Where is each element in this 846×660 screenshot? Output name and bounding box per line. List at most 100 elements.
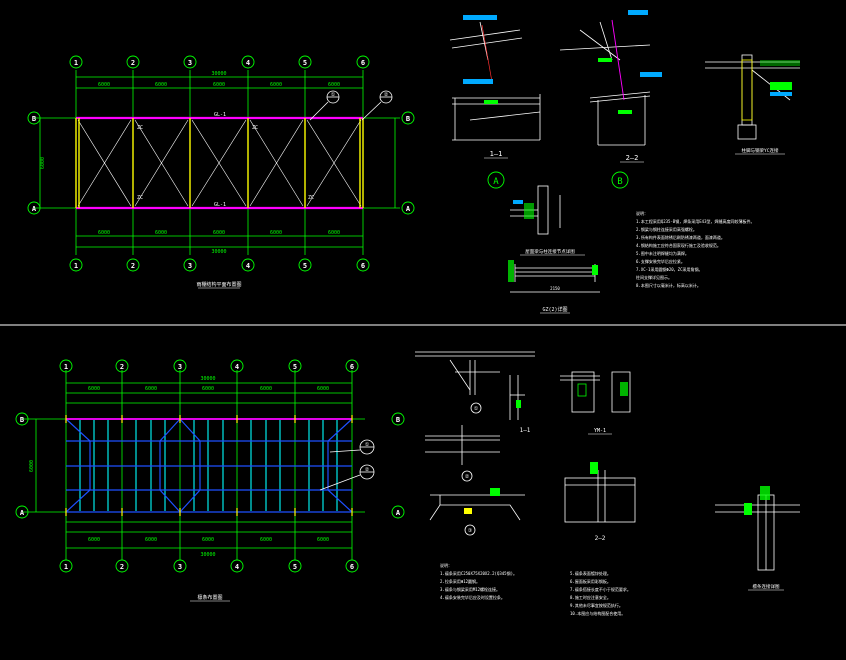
bot-note-l4: 4.檩条安装完毕后应及时设置拉条。: [440, 594, 505, 600]
top-bay-dim-3: 6000: [213, 82, 225, 88]
top-bay-dim-1: 6000: [98, 82, 110, 88]
section-2-2-bottom: 2—2: [564, 462, 636, 542]
bot-axis-A-right: A: [396, 509, 401, 517]
bot-axis-2: 2: [120, 363, 124, 371]
top-axis-4: 4: [246, 59, 250, 67]
top-axis-A-right: A: [406, 205, 411, 213]
top-notes-title: 说明：: [636, 210, 648, 216]
purlin-connection-detail: 檩条连接详图: [715, 486, 800, 591]
col-detail-title: 柱脚与钢梁YC连接: [742, 147, 779, 154]
detail-section-1-1: 1—1 A: [449, 15, 541, 189]
bot-axis-6: 6: [350, 363, 354, 371]
bot-bay-dim-5: 6000: [317, 386, 329, 392]
sec-11-label: 1—1: [490, 150, 503, 158]
gz2-detail: 2150 GZ(2)详图: [508, 260, 600, 314]
bot-bay-dim-b2: 6000: [145, 537, 157, 543]
top-axis-B-right: B: [406, 115, 410, 123]
top-bay-dim-2: 6000: [155, 82, 167, 88]
bot-section-mark-1: ①: [365, 442, 370, 448]
top-bay-dim-5: 6000: [328, 82, 340, 88]
bot-note-l2: 2.拉条采用Φ12圆钢。: [440, 578, 480, 584]
ym-title: YM-1: [594, 428, 606, 434]
top-brace-label-4: ZC: [308, 195, 314, 201]
ym1-detail: YM-1: [560, 371, 631, 435]
bot-bay-dim-2: 6000: [145, 386, 157, 392]
bot-axis-6b: 6: [350, 563, 354, 571]
top-brace-label-1: ZC: [137, 125, 143, 131]
bot-axis-1b: 1: [64, 563, 68, 571]
bot-total-dim-bottom: 30000: [200, 552, 215, 558]
base-connection-detail: 屋面梁与柱连接节点详图: [510, 185, 585, 256]
top-axis-1: 1: [74, 59, 78, 67]
bot-note-r6: 10.本图应与结构图配合使用。: [570, 610, 625, 616]
bot-bay-dim-b5: 6000: [317, 537, 329, 543]
bot-note-r2: 6.屋面板采用彩钢板。: [570, 578, 611, 584]
purlin-detail-title: 檩条连接详图: [753, 583, 780, 590]
top-note-8: 柱间支撑详见图示。: [636, 274, 672, 280]
top-note-6: 6.支撑安装完毕后应拉紧。: [636, 258, 685, 264]
top-span-dim: 6000: [40, 157, 46, 169]
bot-axis-B-right: B: [396, 416, 400, 424]
top-note-2: 2.钢梁与钢柱连接采用高强螺栓。: [636, 226, 697, 232]
bot-bay-dim-1: 6000: [88, 386, 100, 392]
top-bay-dim-b1: 6000: [98, 230, 110, 236]
bot-axis-A-left: A: [20, 509, 25, 517]
bot-mark-3: ③: [468, 528, 473, 534]
top-note-1: 1.本工程采用Q235-B钢，焊条采用E43型，焊缝高度同较薄板件。: [636, 218, 755, 224]
bot-axis-4b: 4: [235, 563, 239, 571]
bot-total-dim: 30000: [200, 376, 215, 382]
bottom-notes: 说明： 1.檩条采用C250X75X20X2.2(Q345钢)。 2.拉条采用Φ…: [440, 562, 631, 616]
bottom-detail-1: ① 1—1: [415, 351, 535, 434]
top-axis-6: 6: [361, 59, 365, 67]
top-axis-2: 2: [131, 59, 135, 67]
top-axis-1b: 1: [74, 262, 78, 270]
top-axis-5b: 5: [303, 262, 307, 270]
top-total-dim-bottom: 30000: [211, 249, 226, 255]
bot-span-dim: 6000: [29, 460, 35, 472]
bot-bay-dim-b4: 6000: [260, 537, 272, 543]
bot-note-l3: 3.檩条与钢梁采用M12螺栓连接。: [440, 586, 500, 592]
top-gl-label-1: GL-1: [214, 112, 226, 118]
bottom-detail-2: ②: [425, 425, 500, 482]
top-note-4: 4.钢结构施工应符合国家现行施工及验收规范。: [636, 242, 721, 248]
bot-note-l1: 1.檩条采用C250X75X20X2.2(Q345钢)。: [440, 570, 517, 576]
bot-axis-4: 4: [235, 363, 239, 371]
top-bay-dim-4: 6000: [270, 82, 282, 88]
top-axis-4b: 4: [246, 262, 250, 270]
top-structure-plan: 6000 6000 6000 6000 6000 30000 6000 6000…: [27, 55, 415, 289]
bot-axis-2b: 2: [120, 563, 124, 571]
top-note-3: 3.所有构件表面除锈后刷防锈漆两道，面漆两道。: [636, 234, 725, 240]
top-note-7: 7.XC-1采用圆钢Φ20，ZC采用角钢。: [636, 266, 703, 272]
top-axis-5: 5: [303, 59, 307, 67]
bot-bay-dim-3: 6000: [202, 386, 214, 392]
top-bay-dim-b5: 6000: [328, 230, 340, 236]
bot-bay-dim-4: 6000: [260, 386, 272, 392]
bottom-plan-title: 檩条布置图: [197, 594, 222, 601]
bot-axis-5: 5: [293, 363, 297, 371]
bot-mark-1: ①: [474, 406, 479, 412]
detail-bubble-a: A: [493, 177, 499, 187]
bot-bay-dim-b1: 6000: [88, 537, 100, 543]
bot-axis-3: 3: [178, 363, 182, 371]
detail-bubble-b: B: [617, 177, 622, 187]
detail-section-2-2: 2—2 B: [559, 10, 662, 189]
bot-sec-22: 2—2: [595, 535, 606, 542]
top-brace-label-2: ZC: [252, 125, 258, 131]
top-axis-3b: 3: [188, 262, 192, 270]
bot-notes-title: 说明：: [440, 562, 452, 568]
bot-note-r5: 9.其他未尽事宜按规范执行。: [570, 602, 623, 608]
top-section-mark-1: ①: [331, 92, 336, 98]
top-axis-2b: 2: [131, 262, 135, 270]
bottom-detail-3: ③: [429, 488, 525, 536]
top-bay-dim-b4: 6000: [270, 230, 282, 236]
bot-axis-3b: 3: [178, 563, 182, 571]
bot-axis-1: 1: [64, 363, 68, 371]
bot-section-mark-2: ②: [365, 467, 370, 473]
top-note-5: 5.图中未注明焊缝均为满焊。: [636, 250, 689, 256]
column-detail-yc: 柱脚与钢梁YC连接: [705, 54, 800, 155]
bottom-purlin-plan: 6000 6000 6000 6000 6000 30000 6000 6000…: [15, 359, 405, 602]
bot-axis-5b: 5: [293, 563, 297, 571]
top-gl-label-2: GL-1: [214, 202, 226, 208]
